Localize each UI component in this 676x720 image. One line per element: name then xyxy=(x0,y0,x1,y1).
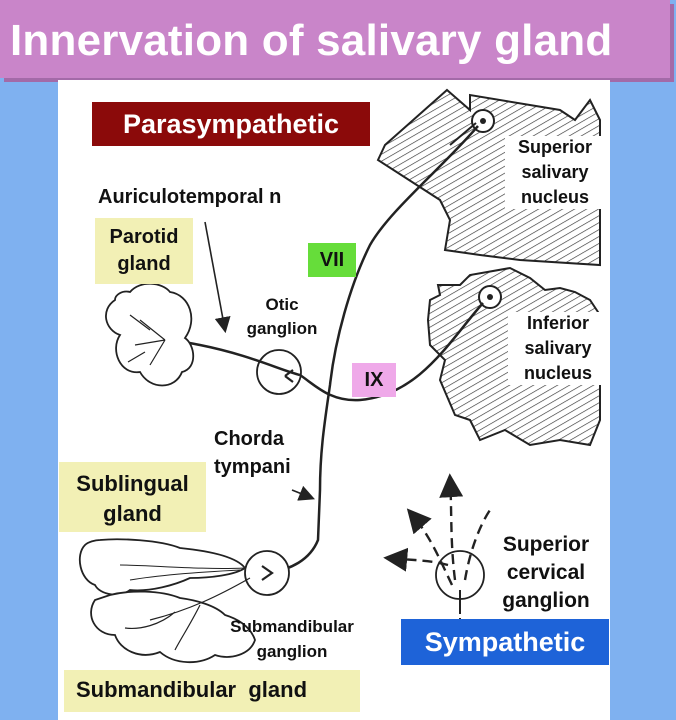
submandibular-ganglion-label: Submandibular ganglion xyxy=(230,617,354,661)
superior-cervical-ganglion-label: Superior cervical ganglion xyxy=(490,533,602,613)
submandibular-gland-label: Submandibular gland xyxy=(76,677,308,702)
superior-salivary-nucleus-label: Superior salivary nucleus xyxy=(505,136,605,210)
otic-ganglion xyxy=(256,349,302,395)
submandibular-ganglion xyxy=(244,550,290,596)
otic-ganglion-label: Otic ganglion xyxy=(246,295,318,338)
sublingual-gland-label-box xyxy=(59,462,206,532)
chorda-tympani-label: Chorda tympani xyxy=(214,428,291,478)
inferior-salivary-nucleus-label: Inferior salivary nucleus xyxy=(508,312,608,386)
facial-nerve-vii xyxy=(269,125,479,574)
title-bar: Innervation of salivary gland xyxy=(0,0,670,78)
sympathetic-label: Sympathetic xyxy=(401,619,609,665)
pons-section xyxy=(376,88,601,267)
parotid-gland xyxy=(105,282,195,387)
sublingual-gland-label: Sublingual gland xyxy=(76,471,189,527)
page-title: Innervation of salivary gland xyxy=(10,16,613,65)
cranial-nerve-ix-tag: IX xyxy=(352,363,396,397)
submandibular-gland xyxy=(90,590,256,664)
auriculotemporal-nerve-label: Auriculotemporal n xyxy=(98,186,282,208)
submandibular-gland-label-box xyxy=(64,670,360,712)
parotid-gland-label: Parotid gland xyxy=(109,226,179,275)
parasympathetic-label: Parasympathetic xyxy=(92,102,370,146)
cranial-nerve-vii-tag: VII xyxy=(308,243,356,277)
parotid-gland-label-box xyxy=(95,218,193,284)
